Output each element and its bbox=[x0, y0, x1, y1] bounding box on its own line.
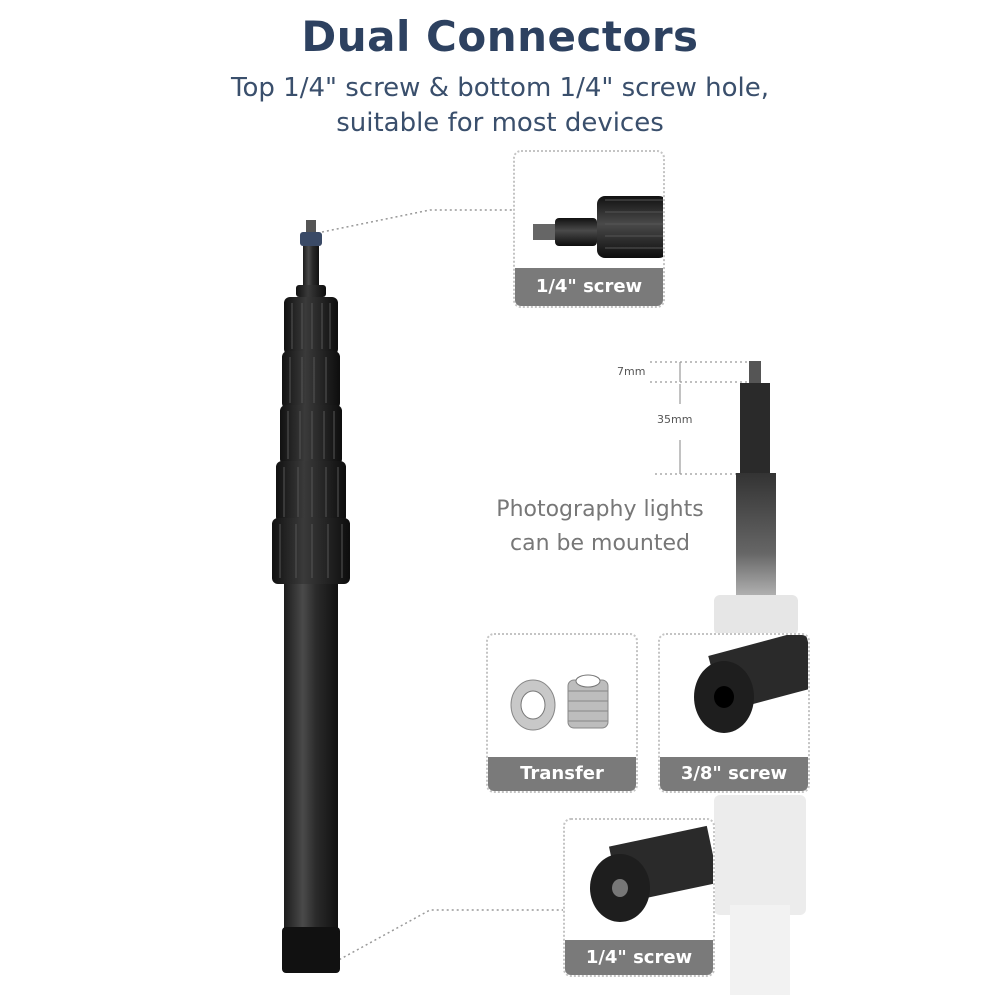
top-screw-photo bbox=[515, 152, 663, 266]
subtitle-line-2: suitable for most devices bbox=[336, 108, 664, 138]
transfer-screw-photo bbox=[488, 635, 636, 755]
three-eighths-hole-photo bbox=[660, 635, 808, 755]
subtitle-line-1: Top 1/4" screw & bottom 1/4" screw hole, bbox=[231, 73, 769, 103]
page-title: Dual Connectors bbox=[301, 12, 699, 61]
thread-length-label: 7mm bbox=[617, 365, 646, 378]
shaft-length-label: 35mm bbox=[657, 413, 693, 426]
three-eighths-hole-card: 3/8" screw hole bbox=[658, 633, 810, 793]
top-screw-label: 1/4" screw bbox=[515, 268, 663, 306]
three-eighths-hole-label: 3/8" screw hole bbox=[660, 757, 808, 791]
transfer-screw-card: Transfer screw bbox=[486, 633, 638, 793]
telescopic-pole-image bbox=[272, 220, 350, 973]
lights-note-line-1: Photography lights bbox=[496, 497, 704, 522]
quarter-hole-card: 1/4" screw hole bbox=[563, 818, 715, 977]
faded-pole-image bbox=[714, 795, 806, 995]
lights-note-line-2: can be mounted bbox=[510, 531, 690, 556]
transfer-screw-label: Transfer screw bbox=[488, 757, 636, 791]
quarter-hole-photo bbox=[565, 820, 713, 938]
quarter-hole-label: 1/4" screw hole bbox=[565, 940, 713, 975]
top-screw-card: 1/4" screw bbox=[513, 150, 665, 308]
pole-top-closeup-image bbox=[714, 361, 798, 635]
